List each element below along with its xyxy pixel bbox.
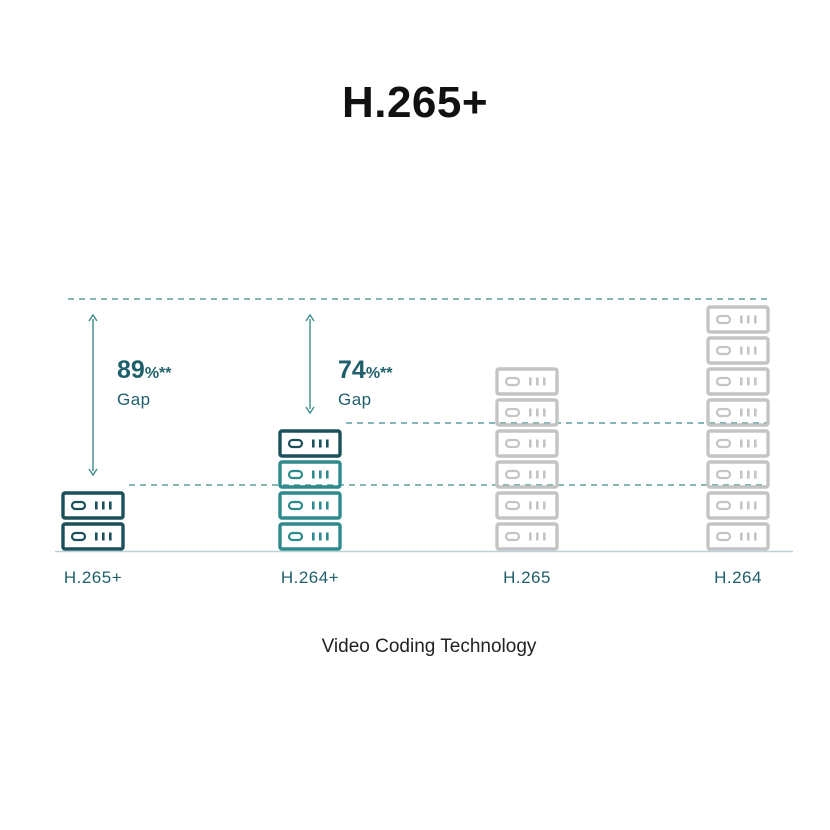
server-icon xyxy=(495,367,559,396)
server-icon xyxy=(278,460,342,489)
gap-percent: 89%** xyxy=(117,356,172,384)
bar-h-265- xyxy=(61,491,125,551)
server-icon xyxy=(61,522,125,551)
server-icon xyxy=(495,491,559,520)
bar-h-264 xyxy=(706,305,770,551)
server-icon xyxy=(706,367,770,396)
gap-word: Gap xyxy=(338,390,372,409)
gap-arrow xyxy=(88,313,98,477)
gap-arrows xyxy=(88,313,315,477)
bar-h-265 xyxy=(495,367,559,551)
x-tick-label: H.265+ xyxy=(64,568,122,587)
gap-percent: 74%** xyxy=(338,356,393,384)
server-icon xyxy=(706,398,770,427)
server-icon xyxy=(706,491,770,520)
gap-arrow xyxy=(305,313,315,415)
x-axis-title: Video Coding Technology xyxy=(322,636,537,657)
gap-word: Gap xyxy=(117,390,151,409)
x-tick-label: H.264 xyxy=(714,568,762,587)
server-icon xyxy=(278,522,342,551)
server-icon xyxy=(61,491,125,520)
x-tick-label: H.264+ xyxy=(281,568,339,587)
server-icon xyxy=(706,429,770,458)
server-icon xyxy=(706,336,770,365)
server-icon xyxy=(278,429,342,458)
bar-h-264- xyxy=(278,429,342,551)
server-icon xyxy=(706,460,770,489)
guide-lines xyxy=(68,298,768,486)
server-icon xyxy=(278,491,342,520)
chart-title: H.265+ xyxy=(341,78,489,127)
server-icon xyxy=(706,522,770,551)
x-tick-label: H.265 xyxy=(503,568,551,587)
gap-annotations: 89%** Gap 74%** Gap xyxy=(117,356,393,409)
server-icon xyxy=(495,429,559,458)
server-icon xyxy=(706,305,770,334)
category-labels: H.265+ H.264+ H.265 H.264 xyxy=(64,568,762,587)
server-icon xyxy=(495,460,559,489)
server-stacks xyxy=(61,305,770,551)
server-icon xyxy=(495,398,559,427)
server-icon xyxy=(495,522,559,551)
